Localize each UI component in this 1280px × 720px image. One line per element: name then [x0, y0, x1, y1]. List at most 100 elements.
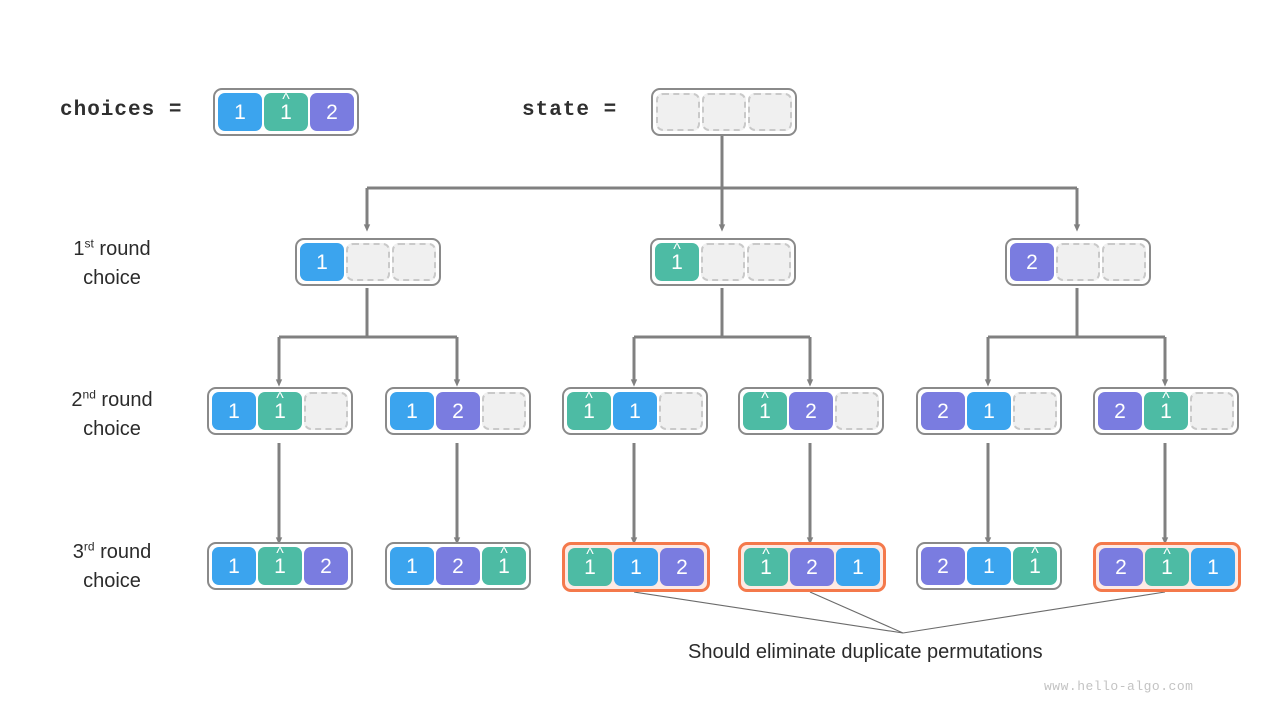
empty-cell	[482, 392, 526, 430]
empty-cell	[392, 243, 436, 281]
cell-value: 1	[228, 554, 240, 578]
row-3-sup: rd	[83, 539, 95, 554]
value-cell: 1	[218, 93, 262, 131]
value-cell: 1^	[655, 240, 699, 281]
cell-value: 1^	[759, 389, 771, 423]
value-cell: 1^	[258, 544, 302, 585]
cell-value: 1	[316, 250, 328, 274]
level3-node-3: 1^ 2 1	[738, 542, 886, 592]
hat-accent-icon: ^	[673, 240, 681, 258]
value-cell: 1	[300, 243, 344, 281]
cell-value: 1	[406, 554, 418, 578]
empty-cell	[346, 243, 390, 281]
cell-value: 1^	[274, 389, 286, 423]
cell-value: 2	[1114, 399, 1126, 423]
cell-value: 1	[983, 554, 995, 578]
hat-accent-icon: ^	[500, 544, 508, 562]
empty-cell	[702, 93, 746, 131]
row-2-main: 2	[71, 389, 83, 411]
empty-cell	[701, 243, 745, 281]
cell-value: 1	[852, 555, 864, 579]
hat-accent-icon: ^	[585, 389, 593, 407]
cell-value: 1^	[1161, 545, 1173, 579]
cell-value: 1^	[584, 545, 596, 579]
cell-value: 2	[806, 555, 818, 579]
cell-value: 1	[629, 399, 641, 423]
cell-value: 2	[452, 399, 464, 423]
value-cell: 1^	[567, 389, 611, 430]
empty-cell	[1056, 243, 1100, 281]
cell-value: 1^	[671, 240, 683, 274]
value-cell: 2	[789, 392, 833, 430]
state-array	[651, 88, 797, 136]
cell-value: 1^	[760, 545, 772, 579]
cell-value: 1	[234, 100, 246, 124]
value-cell: 2	[436, 547, 480, 585]
row-1-rest: round	[93, 238, 151, 260]
cell-value: 2	[937, 399, 949, 423]
empty-cell	[747, 243, 791, 281]
row-label-2: 2nd round choice	[32, 386, 192, 444]
level2-node-3: 1^ 2	[738, 387, 884, 435]
empty-cell	[1102, 243, 1146, 281]
row-2-line2: choice	[83, 418, 141, 440]
empty-cell	[1013, 392, 1057, 430]
cell-value: 2	[805, 399, 817, 423]
cell-value: 1^	[274, 544, 286, 578]
cell-value: 2	[320, 554, 332, 578]
cell-value: 1^	[498, 544, 510, 578]
value-cell: 2	[310, 93, 354, 131]
level2-node-2: 1^ 1	[562, 387, 708, 435]
value-cell: 2	[1010, 243, 1054, 281]
value-cell: 1	[836, 548, 880, 586]
value-cell: 2	[660, 548, 704, 586]
value-cell: 1	[967, 547, 1011, 585]
hat-accent-icon: ^	[1163, 545, 1171, 563]
value-cell: 2	[1098, 392, 1142, 430]
value-cell: 2	[436, 392, 480, 430]
value-cell: 1^	[258, 389, 302, 430]
value-cell: 2	[304, 547, 348, 585]
value-cell: 1	[390, 392, 434, 430]
value-cell: 1^	[568, 545, 612, 586]
state-label: state =	[522, 99, 618, 122]
value-cell: 1	[212, 392, 256, 430]
hat-accent-icon: ^	[276, 389, 284, 407]
level2-node-5: 2 1^	[1093, 387, 1239, 435]
hat-accent-icon: ^	[762, 545, 770, 563]
row-label-3: 3rd round choice	[32, 538, 192, 596]
row-3-main: 3	[72, 541, 84, 563]
level1-node-2: 2	[1005, 238, 1151, 286]
hat-accent-icon: ^	[1031, 544, 1039, 562]
empty-cell	[656, 93, 700, 131]
value-cell: 1	[967, 392, 1011, 430]
value-cell: 1	[390, 547, 434, 585]
value-cell: 1^	[743, 389, 787, 430]
level3-node-1: 1 2 1^	[385, 542, 531, 590]
row-label-1: 1st round choice	[32, 235, 192, 293]
hat-accent-icon: ^	[282, 90, 290, 108]
level3-node-4: 2 1 1^	[916, 542, 1062, 590]
cell-value: 1	[228, 399, 240, 423]
cell-value: 2	[937, 554, 949, 578]
cell-value: 2	[452, 554, 464, 578]
value-cell: 1^	[264, 90, 308, 131]
cell-value: 2	[326, 100, 338, 124]
row-2-rest: round	[95, 389, 153, 411]
choices-array: 1 1^ 2	[213, 88, 359, 136]
cell-value: 1^	[583, 389, 595, 423]
value-cell: 1	[1191, 548, 1235, 586]
cell-value: 1^	[280, 90, 292, 124]
choices-label: choices =	[60, 99, 183, 122]
cell-value: 1^	[1029, 544, 1041, 578]
empty-cell	[835, 392, 879, 430]
empty-cell	[1190, 392, 1234, 430]
value-cell: 1^	[1144, 390, 1188, 430]
value-cell: 1	[613, 392, 657, 430]
value-cell: 2	[921, 392, 965, 430]
row-1-sup: st	[84, 236, 94, 251]
